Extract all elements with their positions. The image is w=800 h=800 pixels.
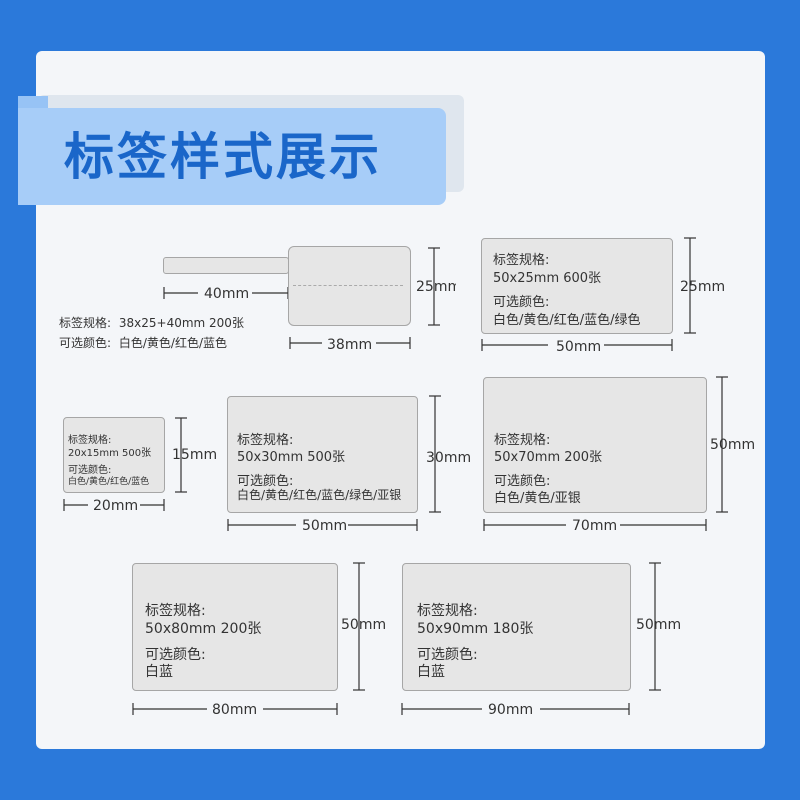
label-7-spec-label: 标签规格: [417,603,478,619]
label-7-color-value: 白蓝 [417,664,445,680]
label-6-card: 标签规格: 50x80mm 200张 可选颜色: 白蓝 [132,563,338,691]
label-4-spec-value: 50x30mm 500张 [237,450,346,465]
label-4-color-value: 白色/黄色/红色/蓝色/绿色/亚银 [237,488,402,502]
label-2-color-label: 可选颜色: [493,295,550,310]
label-1-spec-label: 标签规格: [59,316,112,330]
label-5-height: 50mm [710,437,756,453]
label-5-spec-value: 50x70mm 200张 [494,450,603,465]
label-5-width: 70mm [572,518,618,534]
label-5-color-label: 可选颜色: [494,474,551,489]
label-3-height: 15mm [172,447,218,463]
label-1-tail [163,257,289,274]
label-6-spec-label: 标签规格: [145,603,206,619]
label-3-card: 标签规格: 20x15mm 500张 可选颜色: 白色/黄色/红色/蓝色 [63,417,165,493]
label-2-color-value: 白色/黄色/红色/蓝色/绿色 [493,313,641,328]
label-7-width: 90mm [488,702,534,718]
label-2-spec-label: 标签规格: [493,253,550,268]
label-2-spec-value: 50x25mm 600张 [493,271,602,286]
label-2-width: 50mm [556,339,602,355]
label-4-color-label: 可选颜色: [237,474,294,489]
label-1-height: 25mm [416,279,456,295]
label-7-height: 50mm [636,617,682,633]
label-6-color-value: 白蓝 [145,664,173,680]
label-5-color-value: 白色/黄色/亚银 [494,491,581,506]
label-7-color-label: 可选颜色: [417,647,478,663]
label-3-spec-label: 标签规格: [68,435,112,446]
label-1-spec-value: 38x25+40mm 200张 [118,316,244,330]
label-1-card-width: 38mm [327,337,373,353]
label-6-height: 50mm [341,617,387,633]
label-7-spec-value: 50x90mm 180张 [417,621,534,637]
label-6-color-label: 可选颜色: [145,647,206,663]
label-6-spec-value: 50x80mm 200张 [145,621,262,637]
label-1-colors: 可选颜色: 白色/黄色/红色/蓝色 [59,334,227,351]
label-2-height: 25mm [680,279,726,295]
label-4-card: 标签规格: 50x30mm 500张 可选颜色: 白色/黄色/红色/蓝色/绿色/… [227,396,418,513]
label-4-height: 30mm [426,450,472,466]
label-5-card: 标签规格: 50x70mm 200张 可选颜色: 白色/黄色/亚银 [483,377,707,513]
label-1-color-value: 白色/黄色/红色/蓝色 [118,336,228,350]
label-1-card [288,246,411,326]
label-2-card: 标签规格: 50x25mm 600张 可选颜色: 白色/黄色/红色/蓝色/绿色 [481,238,673,334]
label-4-spec-label: 标签规格: [237,433,294,448]
label-3-width: 20mm [93,498,139,514]
perforation-line [293,285,403,286]
label-3-spec-value: 20x15mm 500张 [68,448,152,459]
label-7-card: 标签规格: 50x90mm 180张 可选颜色: 白蓝 [402,563,631,691]
label-1-color-label: 可选颜色: [59,336,112,350]
label-1-tail-width: 40mm [204,286,250,302]
label-3-color-label: 可选颜色: [68,465,112,476]
label-4-width: 50mm [302,518,348,534]
label-6-width: 80mm [212,702,258,718]
label-5-spec-label: 标签规格: [494,433,551,448]
page-title: 标签样式展示 [64,128,382,186]
label-1-spec: 标签规格: 38x25+40mm 200张 [59,314,244,331]
title-banner [18,108,446,205]
label-3-color-value: 白色/黄色/红色/蓝色 [68,477,150,487]
